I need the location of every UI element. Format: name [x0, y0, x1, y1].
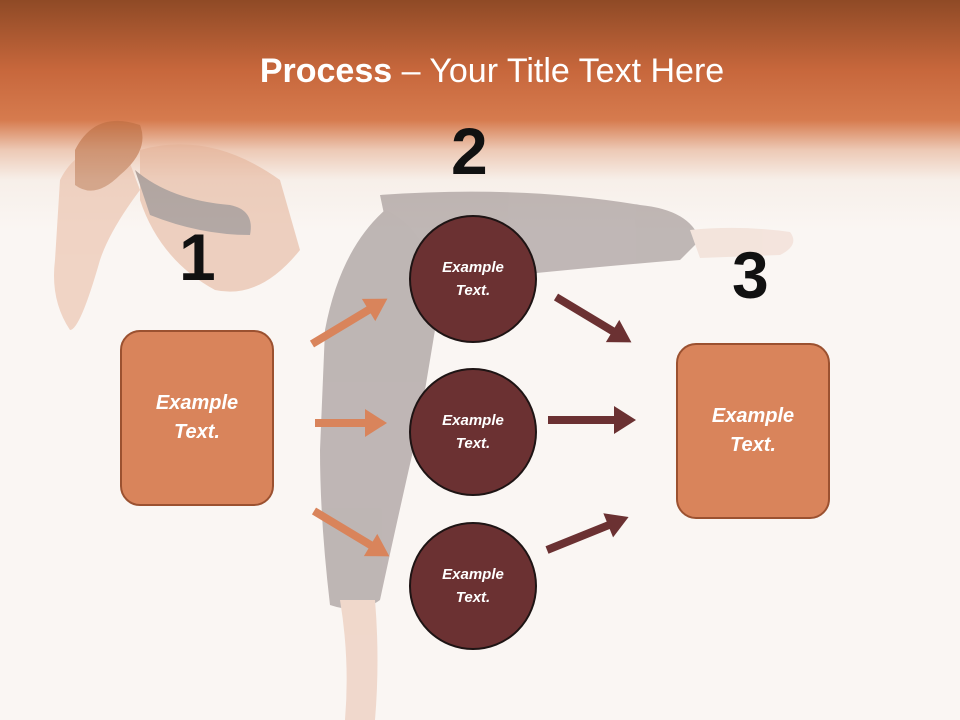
step-number-3: 3 — [732, 238, 769, 312]
title-rest: – Your Title Text Here — [392, 52, 725, 90]
step-number-1: 1 — [179, 220, 216, 294]
circle-bottom-text: Example Text. — [442, 565, 504, 606]
circle-top[interactable]: Example Text. — [409, 215, 537, 343]
right-arrows — [545, 293, 636, 554]
circle-middle-text: Example Text. — [442, 411, 504, 452]
left-arrows — [309, 298, 390, 557]
arrow-middle-to-right — [548, 406, 636, 434]
left-box[interactable]: Example Text. — [120, 330, 274, 506]
circle-middle[interactable]: Example Text. — [409, 368, 537, 496]
right-box-text: Example Text. — [711, 405, 795, 456]
right-box[interactable]: Example Text. — [676, 343, 830, 519]
arrow-top-to-right — [553, 293, 632, 343]
arrow-left-to-top — [309, 298, 388, 348]
circle-top-text: Example Text. — [442, 258, 504, 299]
step-number-2: 2 — [451, 114, 488, 188]
slide-title: Process – Your Title Text Here — [0, 52, 960, 91]
left-box-text: Example Text. — [155, 392, 239, 443]
title-bold: Process — [259, 52, 393, 90]
arrow-left-to-bottom — [311, 507, 390, 557]
circle-bottom[interactable]: Example Text. — [409, 522, 537, 650]
arrow-bottom-to-right — [545, 513, 629, 554]
arrow-left-to-middle — [315, 409, 387, 437]
